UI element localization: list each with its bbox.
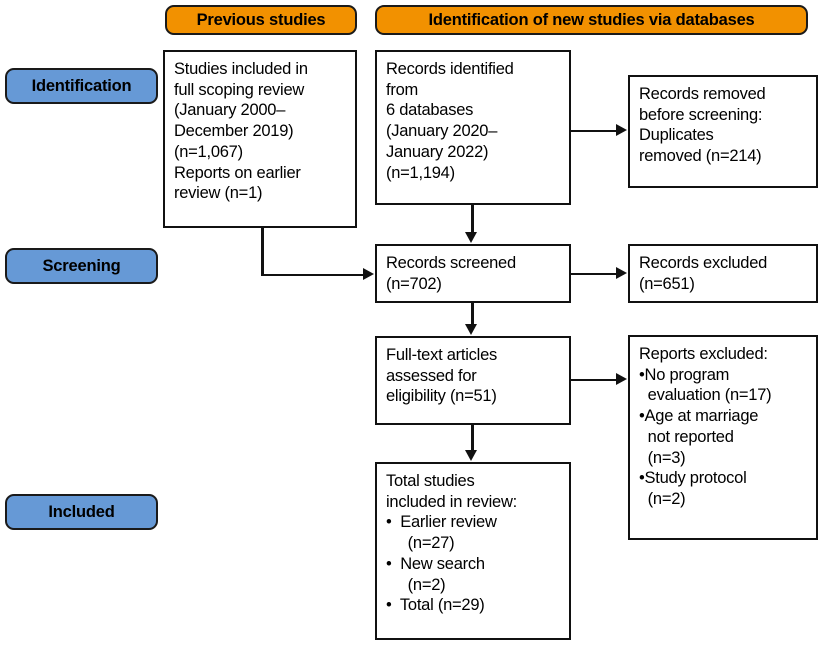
box-line: Records removed <box>639 85 766 103</box>
connector-fulltext-to-total-line <box>471 425 474 451</box>
connector-screened-to-fulltext-arrowhead <box>465 324 477 335</box>
connector-screened-to-fulltext-line <box>471 303 474 325</box>
box-bullet-cont: (n=2) <box>639 489 686 508</box>
box-bullet: •Study protocol <box>639 469 747 488</box>
box-bullet-cont: (n=2) <box>386 575 446 594</box>
phase-badge-screening: Screening <box>5 248 158 284</box>
box-bullet-cont: (n=3) <box>639 448 686 467</box>
box-line: Reports on earlier <box>174 163 301 182</box>
box-line: January 2022) <box>386 142 489 161</box>
box-bullet-cont: (n=27) <box>386 534 455 553</box>
connector-fulltext-to-total-arrowhead <box>465 450 477 461</box>
box-line: Studies included in <box>174 60 308 78</box>
full-text-assessed-box: Full-text articles assessed for eligibil… <box>375 336 571 425</box>
header-new-studies-databases: Identification of new studies via databa… <box>375 5 808 35</box>
box-bullet-cont: not reported <box>639 427 734 446</box>
box-line: assessed for <box>386 366 477 385</box>
box-bullet: •Age at marriage <box>639 407 759 426</box>
connector-screened-to-excluded-arrowhead <box>616 267 627 279</box>
connector-identified-to-removed-arrowhead <box>616 124 627 136</box>
box-line: 6 databases <box>386 101 474 120</box>
phase-badge-included: Included <box>5 494 158 530</box>
box-line: review (n=1) <box>174 184 263 203</box>
box-heading: Reports excluded: <box>639 345 768 363</box>
box-heading: included in review: <box>386 492 517 511</box>
connector-prev-to-screened-arrowhead <box>363 268 374 280</box>
box-line: December 2019) <box>174 122 294 141</box>
box-bullet: •No program <box>639 365 730 384</box>
header-previous-studies: Previous studies <box>165 5 357 35</box>
box-bullet: • New search <box>386 554 485 573</box>
connector-identified-to-removed-line <box>571 129 617 132</box>
records-removed-box: Records removed before screening: Duplic… <box>628 75 818 188</box>
previous-studies-included-box: Studies included in full scoping review … <box>163 50 357 228</box>
records-screened-box: Records screened (n=702) <box>375 244 571 303</box>
connector-screened-to-excluded-line <box>571 272 617 275</box>
reports-excluded-box: Reports excluded: •No program evaluation… <box>628 335 818 540</box>
box-line: Records excluded <box>639 254 768 272</box>
box-line: removed (n=214) <box>639 147 762 166</box>
box-line: (n=1,067) <box>174 142 243 161</box>
connector-prev-to-screened-vertical <box>261 228 264 276</box>
box-bullet-cont: evaluation (n=17) <box>639 386 772 405</box>
box-heading: Total studies <box>386 472 475 490</box>
box-line: from <box>386 80 418 99</box>
box-line: full scoping review <box>174 80 305 99</box>
box-line: Full-text articles <box>386 346 498 364</box>
header-previous-studies-label: Previous studies <box>196 10 326 29</box>
box-line: (January 2020– <box>386 122 498 141</box>
box-line: (n=1,194) <box>386 163 455 182</box>
box-bullet: • Total (n=29) <box>386 596 485 615</box>
connector-fulltext-to-reports-line <box>571 378 617 381</box>
box-line: Duplicates <box>639 126 714 145</box>
phase-badge-identification: Identification <box>5 68 158 104</box>
box-bullet: • Earlier review <box>386 513 497 532</box>
box-line: Records identified <box>386 60 514 78</box>
box-line: Records screened <box>386 254 516 272</box>
box-line: (n=702) <box>386 274 442 293</box>
box-line: (January 2000– <box>174 101 286 120</box>
phase-badge-identification-label: Identification <box>31 76 132 95</box>
box-line: eligibility (n=51) <box>386 387 497 406</box>
box-line: (n=651) <box>639 274 695 293</box>
records-identified-box: Records identified from 6 databases (Jan… <box>375 50 571 205</box>
connector-identified-to-screened-arrowhead <box>465 232 477 243</box>
connector-prev-to-screened-horizontal <box>261 273 364 276</box>
header-new-studies-databases-label: Identification of new studies via databa… <box>428 10 755 29</box>
phase-badge-included-label: Included <box>48 502 115 521</box>
phase-badge-screening-label: Screening <box>42 256 121 275</box>
connector-fulltext-to-reports-arrowhead <box>616 373 627 385</box>
box-line: before screening: <box>639 105 763 124</box>
total-studies-included-box: Total studies included in review: • Earl… <box>375 462 571 640</box>
records-excluded-box: Records excluded (n=651) <box>628 244 818 303</box>
connector-identified-to-screened-line <box>471 205 474 233</box>
